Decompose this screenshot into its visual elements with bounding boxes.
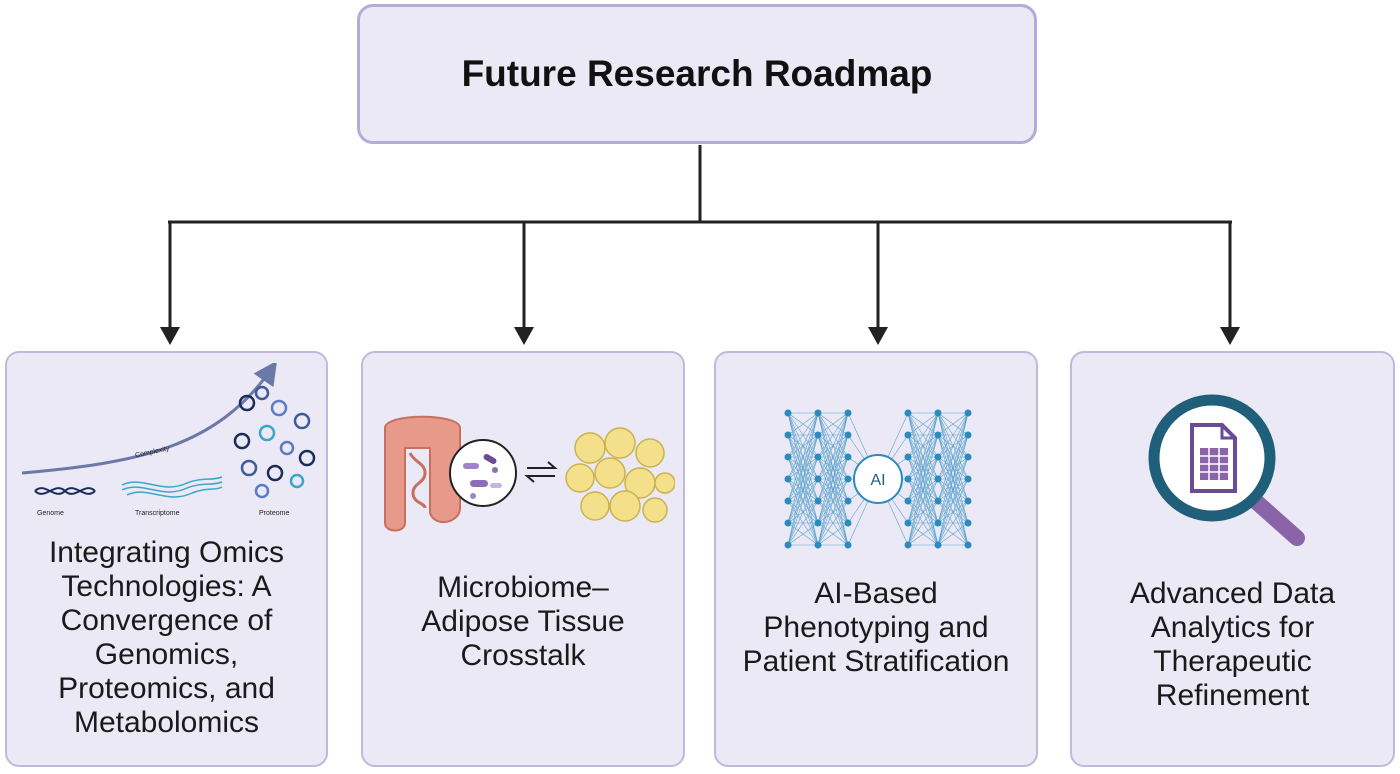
card-omics: Complexity Genome Transcript [5, 351, 328, 767]
adipocyte-cluster-icon [565, 427, 675, 523]
network-node [844, 475, 852, 483]
network-node [784, 475, 792, 483]
network-node [844, 519, 852, 527]
network-node [904, 453, 912, 461]
network-node [784, 497, 792, 505]
network-node [904, 541, 912, 549]
network-node [964, 475, 972, 483]
arrow-head-3 [868, 327, 888, 345]
ai-label: AI [870, 472, 885, 489]
network-node [934, 475, 942, 483]
network-node [904, 497, 912, 505]
network-node [934, 541, 942, 549]
neural-network-icon: AI [784, 409, 972, 549]
network-node [904, 409, 912, 417]
network-node [844, 453, 852, 461]
proteome-label: Proteome [259, 510, 289, 517]
genome-label: Genome [37, 510, 64, 517]
network-node [814, 431, 822, 439]
card-title: Integrating Omics Technologies: A Conver… [48, 536, 285, 739]
microbiome-illustration [384, 415, 675, 532]
complexity-arrow-icon [21, 363, 278, 475]
equilibrium-arrows-icon [524, 461, 558, 483]
analytics-illustration [1148, 394, 1305, 546]
network-node [814, 453, 822, 461]
card-title: AI-Based Phenotyping and Patient Stratif… [742, 577, 1010, 678]
network-node [964, 431, 972, 439]
network-node [844, 497, 852, 505]
network-node [904, 475, 912, 483]
roadmap-title-box: Future Research Roadmap [357, 4, 1037, 144]
network-node [784, 409, 792, 417]
network-node [964, 409, 972, 417]
card-title: Advanced Data Analytics for Therapeutic … [1129, 577, 1336, 712]
network-node [814, 541, 822, 549]
network-node [784, 453, 792, 461]
network-node [934, 453, 942, 461]
proteome-icon [233, 385, 316, 499]
arrow-head-2 [514, 327, 534, 345]
network-node [784, 541, 792, 549]
network-node [844, 409, 852, 417]
network-node [784, 431, 792, 439]
ai-hub-circle [853, 454, 903, 504]
arrow-head-1 [160, 327, 180, 345]
spreadsheet-document-icon [1190, 423, 1237, 493]
card-microbiome: Microbiome–Adipose Tissue Crosstalk [361, 351, 685, 767]
network-node [964, 541, 972, 549]
network-node [904, 519, 912, 527]
dna-icon [34, 487, 96, 495]
network-node [814, 409, 822, 417]
network-node [784, 519, 792, 527]
network-node [814, 519, 822, 527]
network-node [934, 431, 942, 439]
roadmap-title: Future Research Roadmap [461, 53, 933, 94]
network-node [964, 453, 972, 461]
complexity-label: Complexity [135, 445, 171, 459]
network-node [964, 497, 972, 505]
network-node [844, 431, 852, 439]
network-node [844, 541, 852, 549]
intestine-icon [384, 415, 461, 532]
transcriptome-label: Transcriptome [135, 510, 180, 517]
network-node [934, 497, 942, 505]
omics-illustration: Complexity Genome Transcript [21, 363, 316, 517]
network-node [964, 519, 972, 527]
network-node [814, 497, 822, 505]
card-analytics: Advanced Data Analytics for Therapeutic … [1070, 351, 1395, 767]
network-node [904, 431, 912, 439]
transcriptome-icon [121, 476, 223, 498]
card-title: Microbiome–Adipose Tissue Crosstalk [421, 571, 625, 672]
bacteria-lens-icon [449, 439, 517, 507]
arrow-head-4 [1220, 327, 1240, 345]
network-node [934, 519, 942, 527]
card-ai: AI AI-Based Phenotyping and Patient Stra… [714, 351, 1038, 767]
network-node [934, 409, 942, 417]
network-node [814, 475, 822, 483]
